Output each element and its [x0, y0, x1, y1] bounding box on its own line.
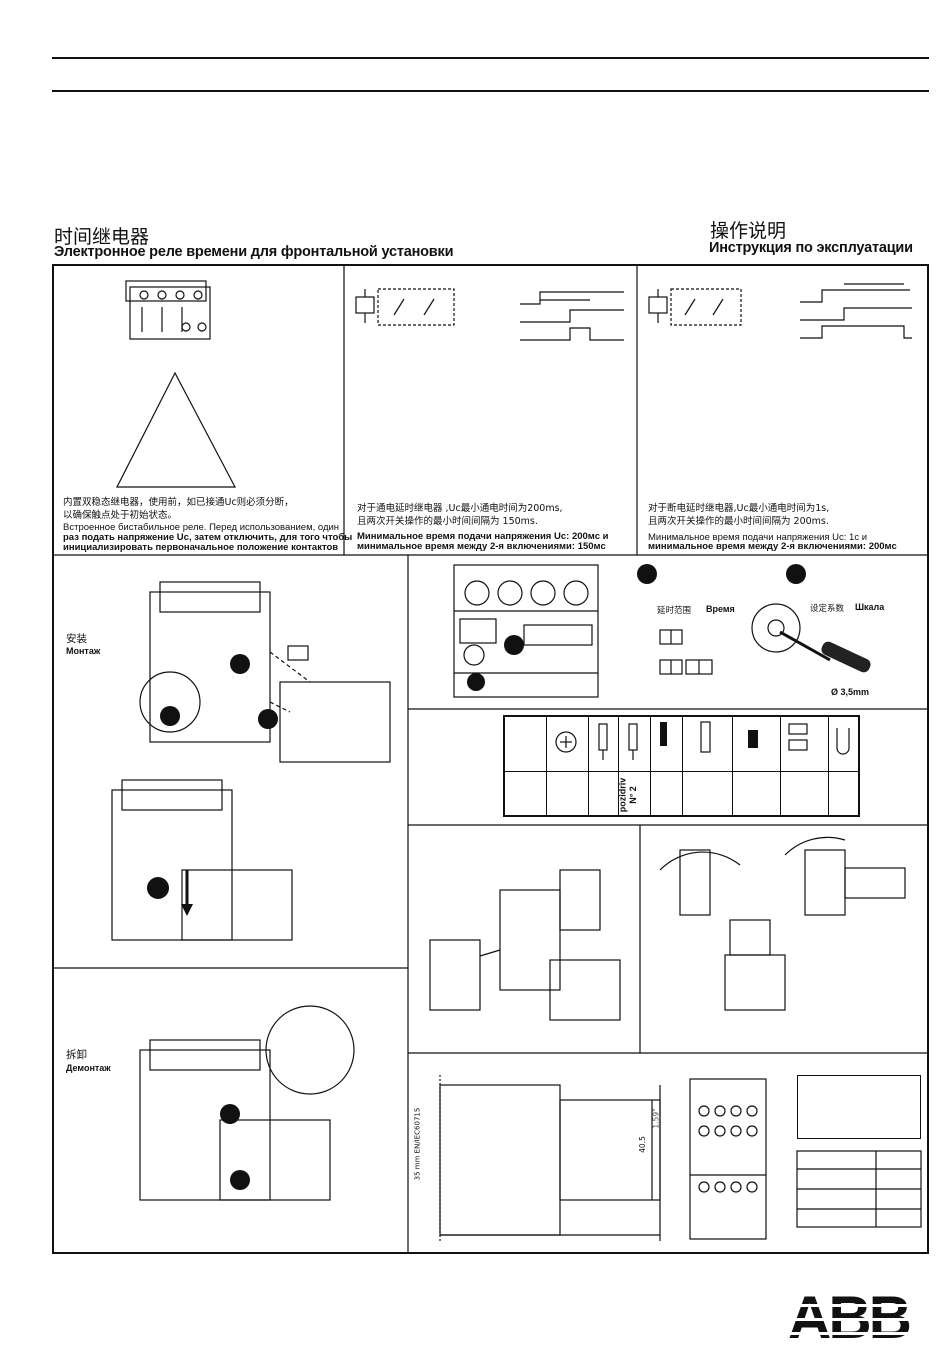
off-delay-note-cn-2: 且两次开关操作的最小时间间隔为 200ms. — [648, 516, 829, 527]
top-rule — [52, 57, 929, 59]
side-dimension-drawing — [439, 1075, 661, 1241]
tools-table-divider — [505, 771, 858, 772]
note-box — [797, 1075, 921, 1139]
off-delay-timing-diagram — [800, 283, 912, 339]
mounting-orientation-illustration — [659, 836, 906, 1011]
on-delay-note-ru-1: Минимальное время подачи напряжения Uc: … — [357, 531, 609, 542]
height-dimension: 40.5 1.59" — [637, 1108, 664, 1180]
bistable-note-ru-1: Встроенное бистабильное реле. Перед испо… — [63, 522, 340, 533]
weight-table — [796, 1150, 922, 1228]
title-cn: 时间继电器 — [54, 226, 150, 248]
doc-title-ru: Инструкция по эксплуатации — [709, 240, 913, 256]
bistable-note-ru-2: раз подать напряжение Uc, затем отключит… — [63, 532, 353, 543]
on-delay-note-cn-2: 且两次开关操作的最小时间间隔为 150ms. — [357, 516, 538, 527]
height-mm: 40.5 — [637, 1136, 647, 1153]
bistable-note-cn-2: 以确保触点处于初始状态。 — [63, 510, 178, 521]
on-delay-timing-diagram — [520, 291, 624, 341]
on-delay-note-cn-1: 对于通电延时继电器 ,Uc最小通电时间为200ms, — [357, 503, 563, 514]
mounting-label-cn: 安装 — [66, 633, 87, 645]
warning-triangle-icon — [116, 371, 236, 488]
on-delay-circuit-symbol — [355, 288, 455, 326]
title-ru: Электронное реле времени для фронтальной… — [54, 244, 454, 260]
mounting-label-ru: Монтаж — [66, 646, 101, 656]
dismounting-label-cn: 拆卸 — [66, 1049, 87, 1061]
rail-label: 35 mm EN/IEC60715 — [413, 1107, 427, 1190]
screwdriver-icon — [751, 603, 871, 673]
range-label-cn: 延时范围 — [657, 606, 692, 616]
on-delay-note-ru-2: минимальное время между 2-я включениями:… — [357, 541, 606, 552]
pozidriv-label: pozidriv N° 2 — [617, 776, 638, 816]
bistable-note-ru-3: инициализировать первоначальное положени… — [63, 542, 339, 553]
second-rule — [52, 90, 929, 92]
content-frame — [52, 264, 929, 1254]
scale-label-cn: 设定系数 — [810, 604, 845, 614]
off-delay-note-cn-1: 对于断电延时继电器,Uc最小通电时间为1s, — [648, 503, 830, 514]
height-inch: 1.59" — [651, 1108, 661, 1129]
abb-logo: ABB — [788, 1284, 912, 1351]
scale-label-ru: Шкала — [855, 602, 885, 612]
range-switch-illustration — [659, 629, 713, 675]
dismounting-illustration — [139, 1005, 355, 1201]
mounting-illustration — [139, 581, 391, 763]
pozidriv-icon — [555, 731, 577, 753]
abb-logo-stripes — [788, 1304, 928, 1335]
doc-title-cn: 操作说明 — [710, 220, 787, 242]
pozidriv-text-1: pozidriv — [617, 777, 628, 813]
off-delay-circuit-symbol — [648, 288, 742, 326]
step-a-marker — [637, 564, 657, 584]
off-delay-note-ru-1: Минимальное время подачи напряжения Uc: … — [648, 532, 868, 543]
relay-front-face — [453, 564, 599, 698]
relay-block-illustration — [125, 280, 211, 340]
dismounting-label-ru: Демонтаж — [66, 1063, 111, 1073]
off-delay-note-ru-2: минимальное время между 2-я включениями:… — [648, 541, 897, 552]
step-b-marker — [786, 564, 806, 584]
mounting-step-2-illustration — [111, 779, 293, 941]
bistable-note-cn-1: 内置双稳态继电器，使用前，如已接通Uc则必须分断， — [63, 497, 294, 508]
front-view-drawing — [689, 1078, 767, 1240]
range-label-ru: Время — [706, 604, 735, 614]
accessories-assembly-illustration — [429, 869, 621, 1021]
pozidriv-text-2: N° 2 — [627, 786, 638, 804]
rail-text: 35 mm EN/IEC60715 — [413, 1107, 422, 1181]
tools-table — [503, 715, 860, 817]
tools-icons — [555, 721, 850, 760]
screwdriver-size: Ø 3,5mm — [831, 687, 870, 697]
